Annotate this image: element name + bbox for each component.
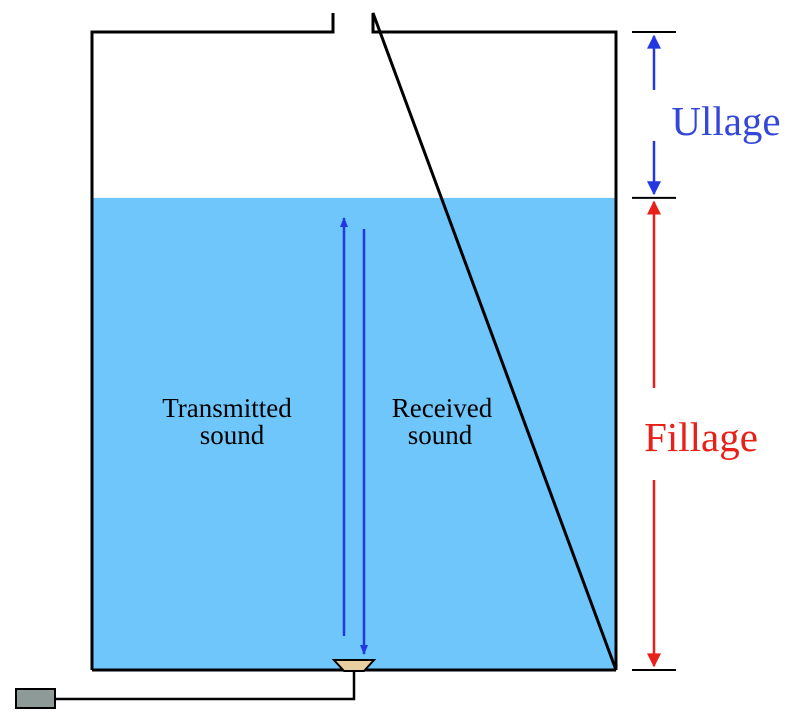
received-sound-label-line2: sound [408,420,473,450]
transmitted-sound-label-line2: sound [200,420,265,450]
transmitted-sound-label-line1: Transmitted [162,393,292,423]
level-transmitter-box [15,688,56,709]
signal-cable [55,671,356,701]
tank-outline [90,12,618,671]
ultrasonic-transducer [331,659,377,672]
ullage-label: Ullage [671,98,780,144]
liquid-fill [92,197,616,670]
fillage-label: Fillage [644,414,758,460]
received-sound-label-line1: Received [392,393,493,423]
